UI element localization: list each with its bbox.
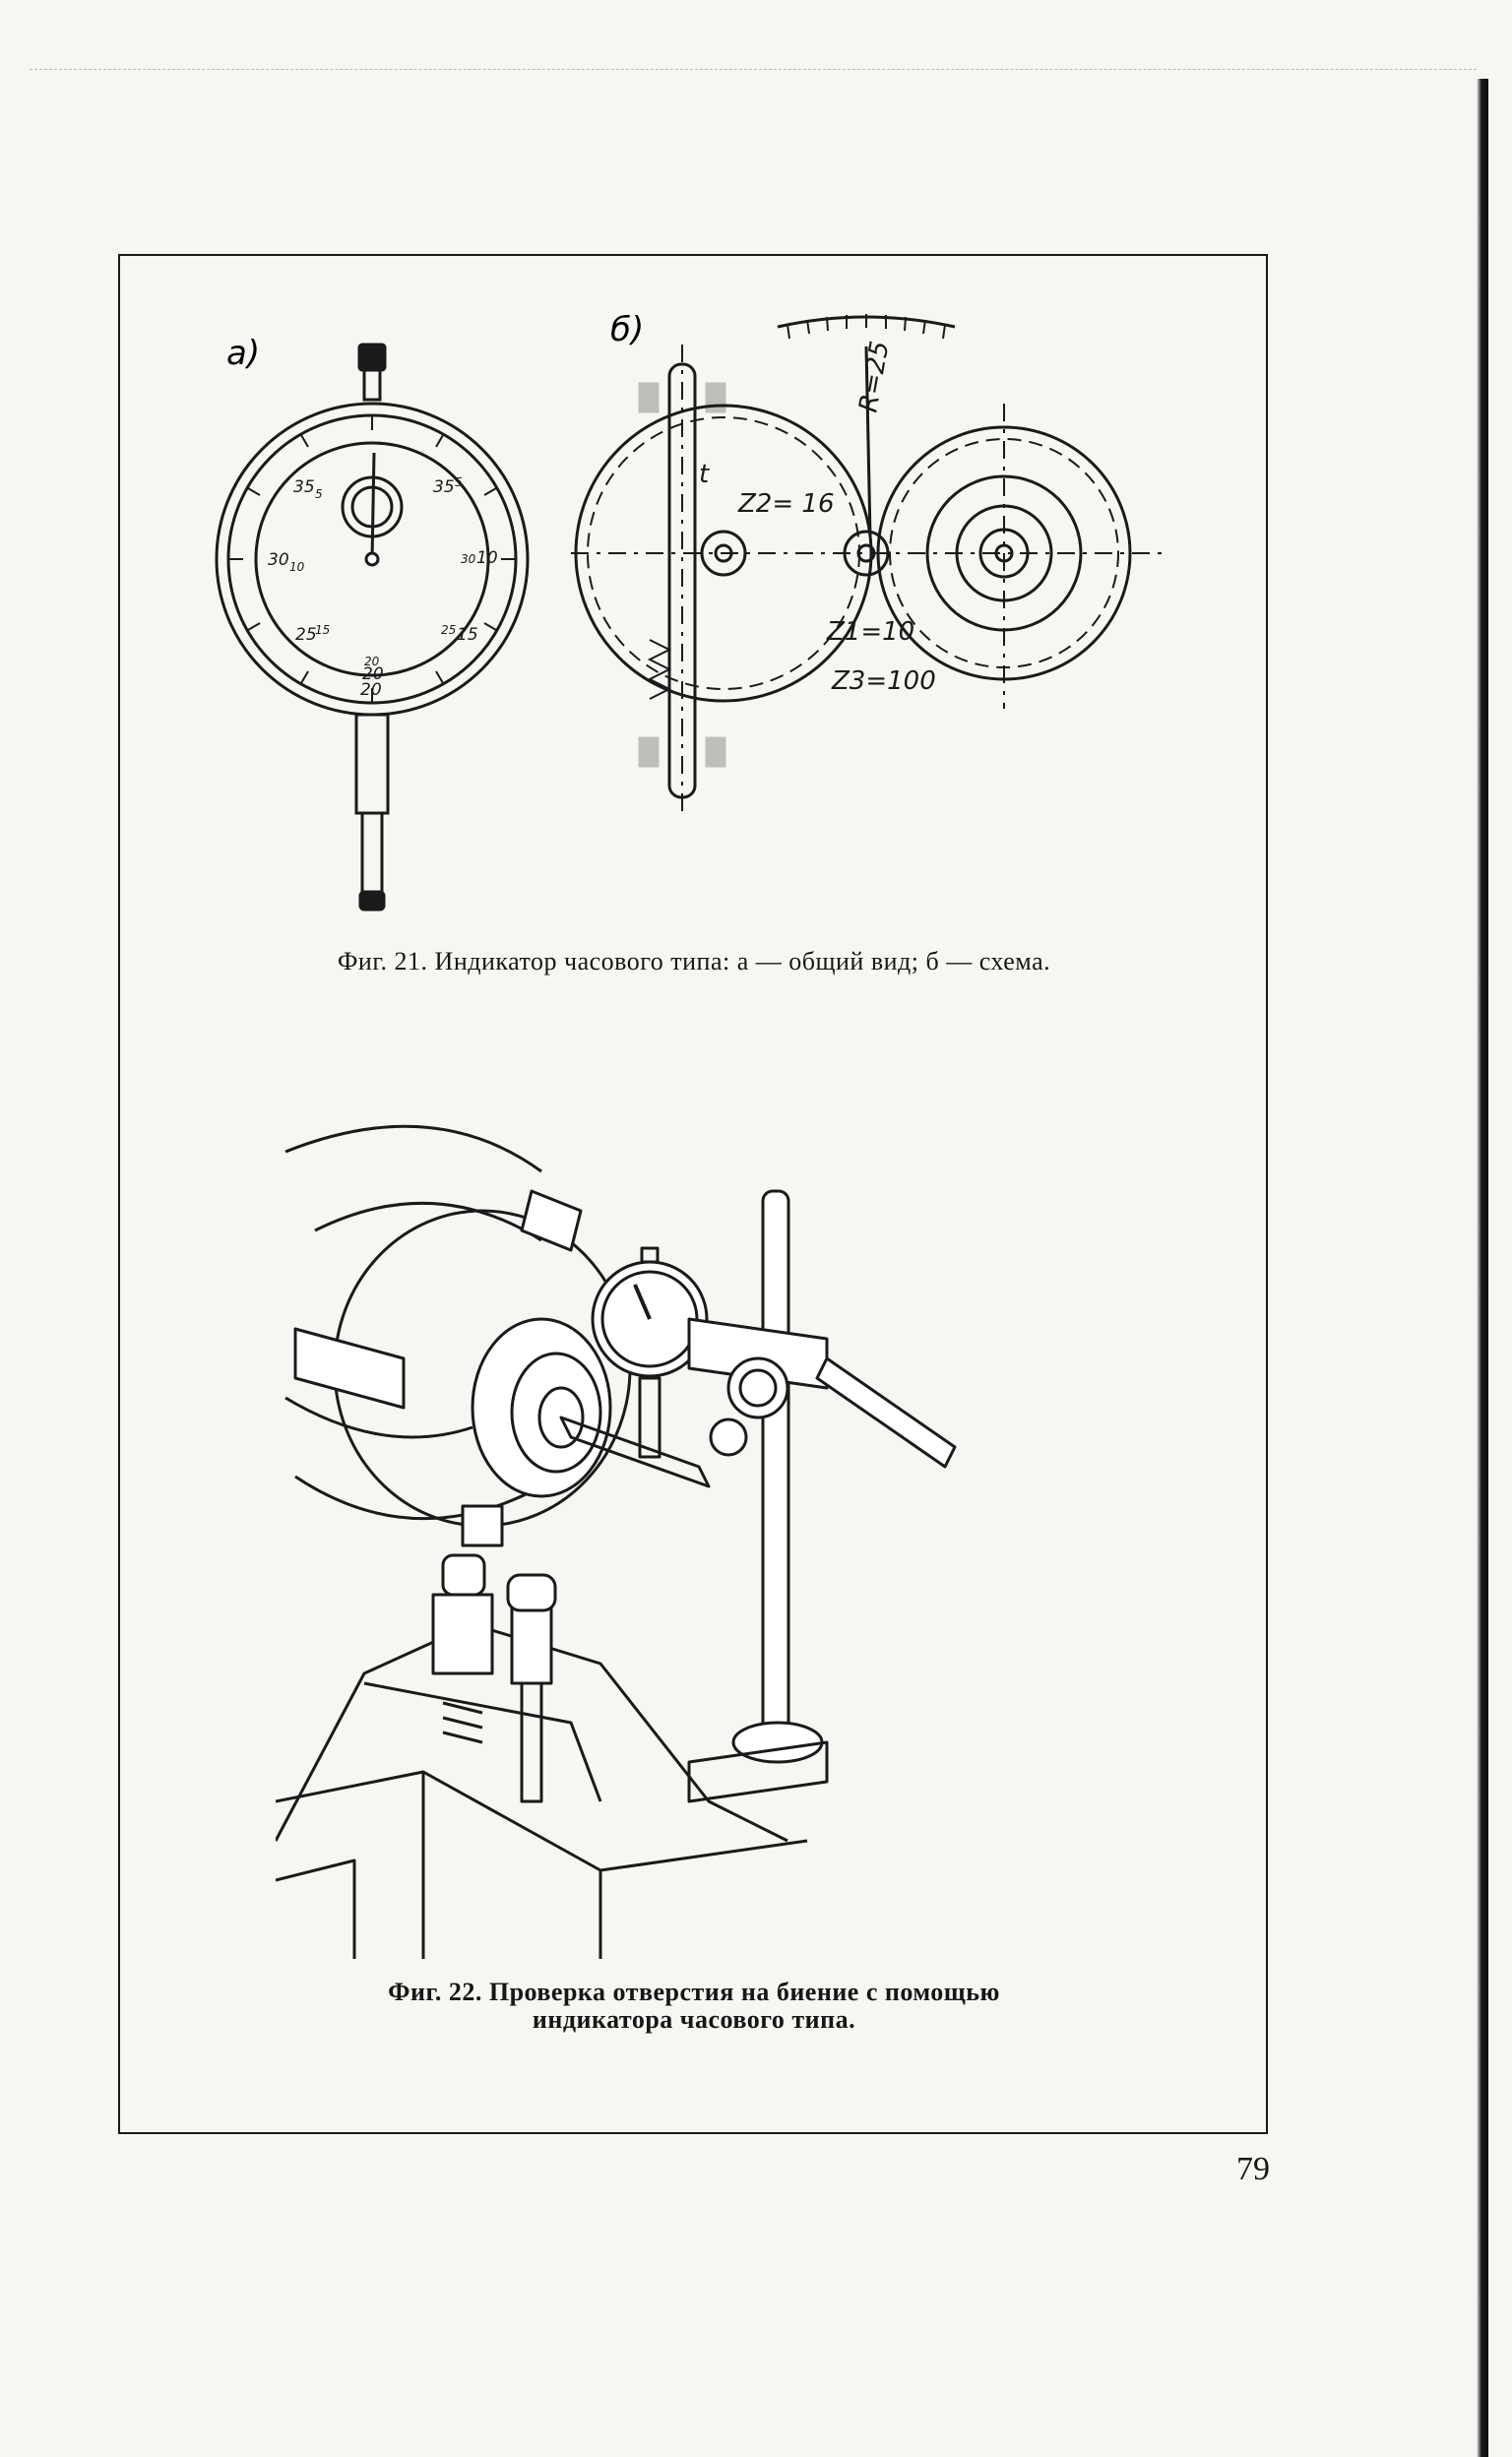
figure-22-caption-line2: индикатора часового типа. bbox=[532, 2005, 856, 2034]
figure-22-illustration bbox=[276, 1124, 957, 1959]
dial-label-25-left: 25 bbox=[295, 625, 317, 645]
scan-top-rule bbox=[30, 69, 1477, 72]
dial-label-5-right: 5 bbox=[455, 475, 463, 489]
label-radius: R=25 bbox=[853, 339, 895, 414]
figure-21-illustration: a) б) 35 5 35 5 30 10 30 10 25 15 25 15 … bbox=[215, 310, 1162, 912]
dial-label-35-left: 35 bbox=[293, 477, 315, 497]
label-z3: Z3=100 bbox=[831, 666, 936, 696]
dial-label-15-right: 15 bbox=[457, 625, 478, 645]
figure-22-caption: Фиг. 22. Проверка отверстия на биение с … bbox=[158, 1979, 1230, 2034]
label-b: б) bbox=[610, 310, 644, 349]
scale-ticks bbox=[787, 314, 946, 340]
page-number: 79 bbox=[1236, 2151, 1270, 2187]
dial-label-10-right: 10 bbox=[476, 548, 498, 568]
figure-21-caption: Фиг. 21. Индикатор часового типа: а — об… bbox=[337, 947, 1051, 976]
figure-22-caption-line1: Фиг. 22. Проверка отверстия на биение с … bbox=[388, 1978, 1000, 2006]
label-t: t bbox=[699, 460, 710, 489]
dial-label-25-right: 25 bbox=[441, 623, 456, 637]
dial-label-15-left: 15 bbox=[315, 623, 330, 637]
dial-number-labels: 35 5 35 5 30 10 30 10 25 15 25 15 20 20 … bbox=[268, 475, 498, 700]
stand-rod bbox=[761, 1189, 790, 1744]
figure-frame bbox=[118, 254, 1268, 2134]
indicator-schematic bbox=[571, 315, 1162, 817]
dial-label-20-top: 20 bbox=[364, 655, 380, 668]
label-z1: Z1=10 bbox=[826, 617, 914, 647]
page-binding-edge bbox=[1477, 79, 1488, 2457]
dial-ticks bbox=[229, 416, 515, 702]
dial-indicator-drawing bbox=[215, 343, 530, 912]
dial-label-10-left: 10 bbox=[289, 560, 305, 574]
dial-label-30-left: 30 bbox=[268, 550, 289, 570]
dial-label-20-mid: 20 bbox=[362, 664, 384, 684]
dial-label-35-right: 35 bbox=[433, 477, 455, 497]
dial-label-30-right: 30 bbox=[461, 552, 476, 566]
schematic-labels: R=25 Z2= 16 Z1=10 Z3=100 t bbox=[699, 339, 936, 696]
chuck-outline-arc bbox=[284, 1124, 542, 1173]
dial-label-5-left: 5 bbox=[315, 487, 323, 501]
label-a: a) bbox=[226, 334, 260, 373]
label-z2: Z2= 16 bbox=[737, 489, 835, 519]
dial-label-20-bottom: 20 bbox=[360, 680, 382, 700]
